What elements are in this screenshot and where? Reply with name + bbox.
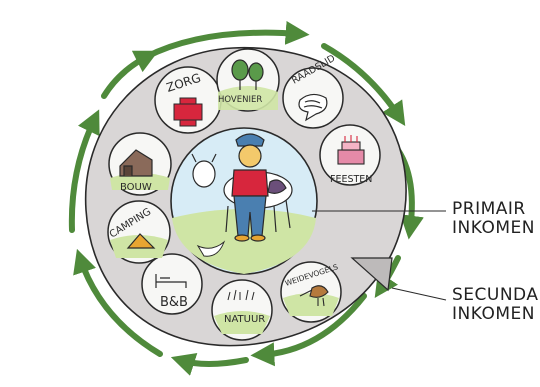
cycle-arrow-bottom bbox=[170, 352, 249, 376]
farmer-icon bbox=[231, 133, 269, 242]
speech-bubble-icon bbox=[298, 93, 328, 122]
white-object bbox=[196, 240, 226, 257]
tent-icon bbox=[126, 233, 156, 249]
label-bb: B&B bbox=[160, 295, 188, 310]
callout-secundair-line-2: INKOMEN bbox=[452, 304, 535, 324]
trees-icon bbox=[231, 59, 264, 90]
label-bouw: BOUW bbox=[120, 182, 152, 193]
secondary-wedge bbox=[350, 257, 393, 292]
callout-primair-line-2: INKOMEN bbox=[452, 218, 535, 238]
grass-icon bbox=[227, 289, 255, 301]
label-feesten: FEESTEN bbox=[330, 174, 372, 185]
bubble-bb bbox=[141, 253, 203, 315]
bed-icon bbox=[155, 274, 187, 288]
center-scene bbox=[170, 127, 318, 275]
cake-icon bbox=[337, 135, 365, 165]
center-grass bbox=[172, 209, 316, 274]
bird-icon bbox=[299, 285, 329, 307]
cycle-arrow-top-right bbox=[321, 43, 406, 127]
barn-icon bbox=[119, 149, 153, 177]
label-natuur: NATUUR bbox=[224, 314, 265, 325]
cycle-arrow-top-left bbox=[143, 20, 310, 60]
callout-secundair-line-1: SECUNDAIR bbox=[452, 286, 540, 305]
label-hovenier: HOVENIER bbox=[218, 95, 262, 105]
callout-primair-inkomen: PRIMAIR INKOMEN bbox=[452, 200, 540, 238]
cycle-arrow-left bbox=[68, 109, 100, 233]
callout-primair-line-1: PRIMAIR bbox=[452, 200, 526, 219]
red-cross-icon bbox=[173, 97, 203, 127]
callout-secundair-inkomen: SECUNDAIR INKOMEN bbox=[452, 286, 540, 324]
cycle-arrow-bottom-right bbox=[250, 293, 367, 367]
cycle-arrow-top-left-short bbox=[101, 50, 159, 99]
cycle-arrow-bottom-left bbox=[73, 248, 163, 357]
leader-line-secundair bbox=[391, 287, 447, 301]
